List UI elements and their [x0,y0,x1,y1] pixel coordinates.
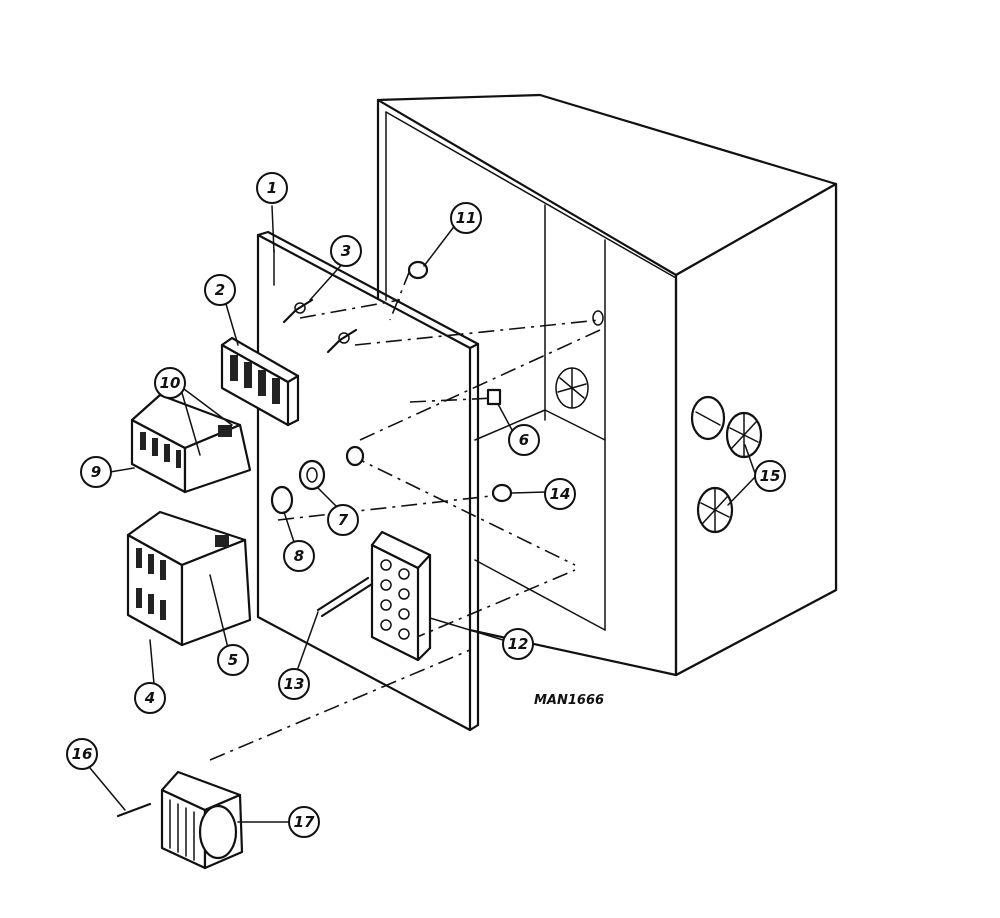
relay-module [220,336,300,427]
callout-13: 13 [278,668,310,700]
svg-text:3: 3 [341,242,351,260]
callout-1: 1 [256,172,288,204]
svg-text:9: 9 [91,463,101,481]
svg-text:8: 8 [294,547,304,565]
svg-text:7: 7 [338,511,349,529]
callout-6: 6 [508,424,540,456]
assembly-lines [209,269,601,761]
svg-text:16: 16 [72,745,93,763]
terminal-block [370,530,432,662]
transformer [160,770,244,870]
callout-4: 4 [134,682,166,714]
callout-8: 8 [283,540,315,572]
svg-text:5: 5 [228,651,238,669]
svg-text:2: 2 [215,281,225,299]
callout-16: 16 [66,738,98,770]
callout-10: 10 [154,367,186,399]
svg-text:6: 6 [519,431,529,449]
callout-5: 5 [217,644,249,676]
contactor-lower [126,510,252,647]
hardware-parts [116,260,513,818]
callout-11: 11 [450,202,482,234]
callout-3: 3 [330,235,362,267]
svg-text:10: 10 [160,374,181,392]
knockout-plugs [690,395,763,534]
callout-15: 15 [754,460,786,492]
svg-text:17: 17 [294,813,315,831]
callout-14: 14 [544,478,576,510]
drawing-number: MAN1666 [534,693,604,708]
callout-2: 2 [204,274,236,306]
svg-text:13: 13 [284,675,305,693]
contactor-upper [130,393,252,494]
svg-text:11: 11 [456,209,477,227]
svg-text:15: 15 [760,467,781,485]
svg-text:14: 14 [550,485,571,503]
callout-7: 7 [327,504,359,536]
svg-text:4: 4 [144,689,155,707]
callout-9: 9 [80,456,112,488]
svg-text:1: 1 [267,179,277,197]
leader-lines [89,205,757,823]
callout-17: 17 [288,806,320,838]
svg-text:12: 12 [508,635,529,653]
callout-12: 12 [502,628,534,660]
